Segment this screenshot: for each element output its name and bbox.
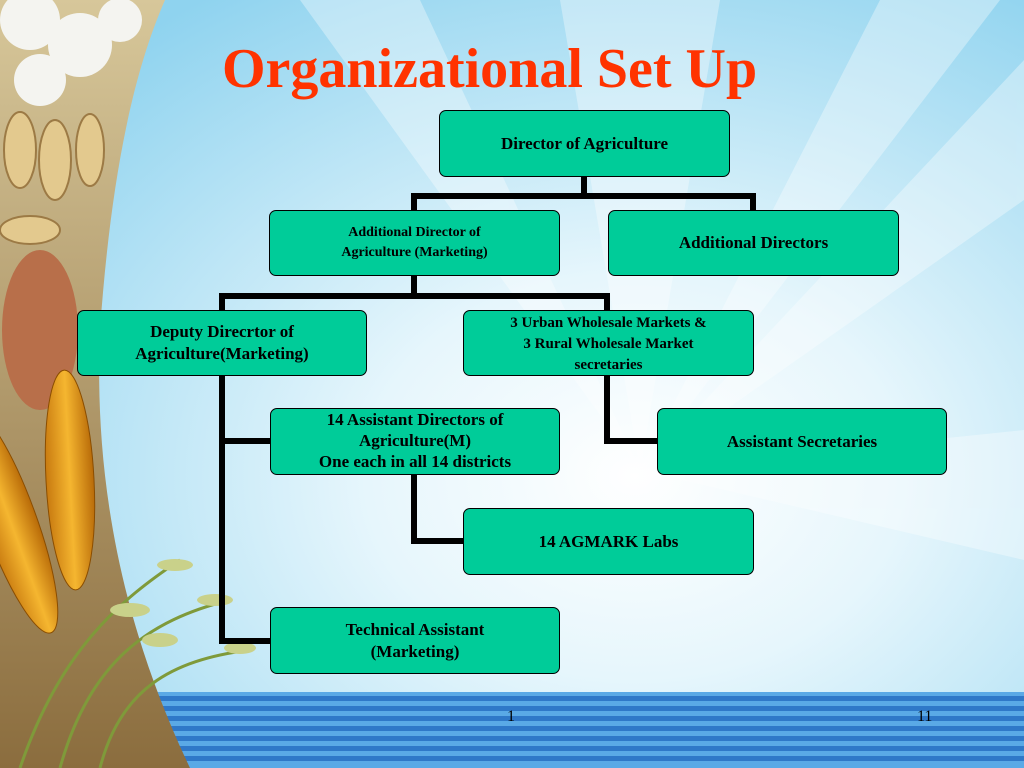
assistant-directors-box: 14 Assistant Directors of Agriculture(M)… (270, 408, 560, 475)
assistant-secretaries-box: Assistant Secretaries (657, 408, 947, 475)
footer-left-number: 1 (507, 708, 515, 725)
director-of-agriculture-box: Director of Agriculture (439, 110, 730, 177)
connector-markets-to-asst-secretaries (604, 373, 660, 444)
connector-deputy-to-subordinates (219, 373, 273, 644)
connector-addl-to-deputy-and-markets (219, 273, 610, 313)
technical-assistant-box: Technical Assistant (Marketing) (270, 607, 560, 674)
connector-director-to-additional (411, 174, 756, 213)
market-secretaries-box: 3 Urban Wholesale Markets & 3 Rural Whol… (463, 310, 754, 376)
agmark-labs-box: 14 AGMARK Labs (463, 508, 754, 575)
additional-directors-box: Additional Directors (608, 210, 899, 276)
additional-director-marketing-box: Additional Director of Agriculture (Mark… (269, 210, 560, 276)
deputy-director-box: Deputy Direcrtor of Agriculture(Marketin… (77, 310, 367, 376)
connector-asst-directors-to-labs (411, 472, 466, 544)
slide-title: Organizational Set Up (222, 38, 758, 100)
slide-number: 11 (917, 708, 933, 725)
